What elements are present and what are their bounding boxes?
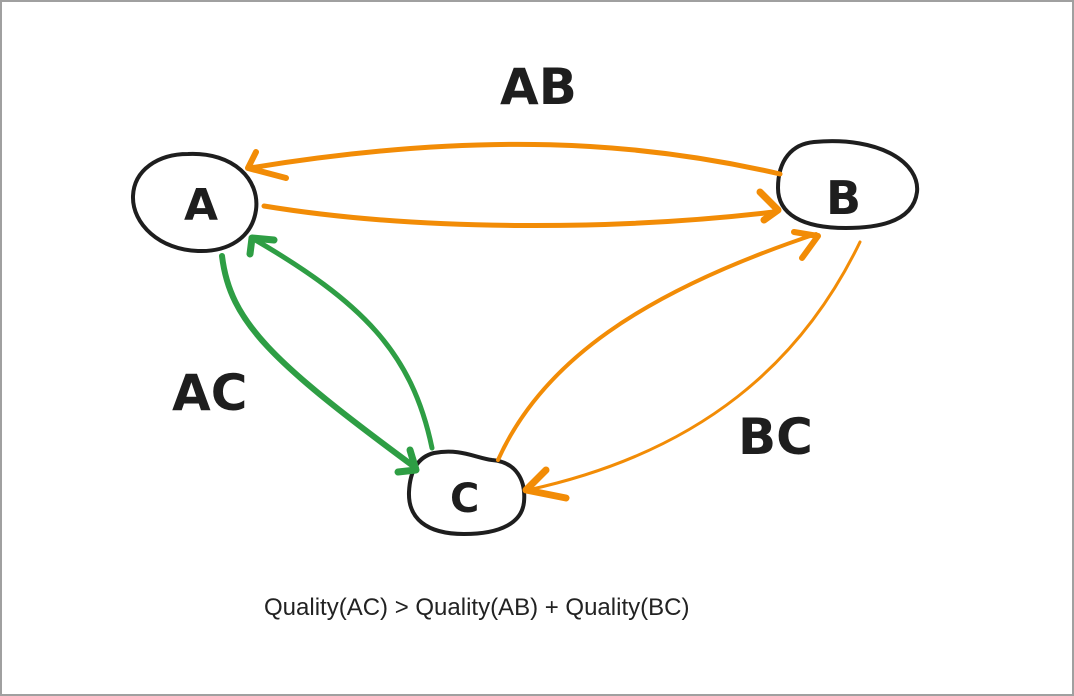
node-a: A [130, 151, 259, 254]
edge-label-bc: BC [738, 408, 813, 466]
caption-formula: Quality(AC) > Quality(AB) + Quality(BC) [264, 594, 690, 621]
node-c: C [406, 449, 527, 537]
edge-c-to-a [246, 234, 435, 451]
node-a-circle [130, 151, 259, 254]
edge-label-ac: AC [172, 364, 247, 422]
arrowhead-icon [245, 149, 289, 181]
node-b-label: B [826, 171, 861, 225]
arrowhead-icon [394, 446, 420, 476]
node-c-circle [406, 449, 527, 537]
edge-a-to-b [261, 188, 782, 229]
edge-c-to-b [496, 229, 821, 462]
arrowhead-icon [246, 234, 278, 258]
node-a-label: A [184, 180, 218, 231]
node-b: B [775, 139, 920, 231]
edge-a-to-c [219, 253, 420, 476]
arrowhead-icon [791, 229, 821, 261]
edge-label-ab: AB [500, 58, 577, 116]
edge-b-to-c [522, 240, 862, 502]
arrowhead-icon [756, 188, 782, 224]
node-c-label: C [450, 476, 479, 522]
edge-b-to-a [245, 141, 783, 181]
arrowhead-icon [522, 466, 570, 502]
